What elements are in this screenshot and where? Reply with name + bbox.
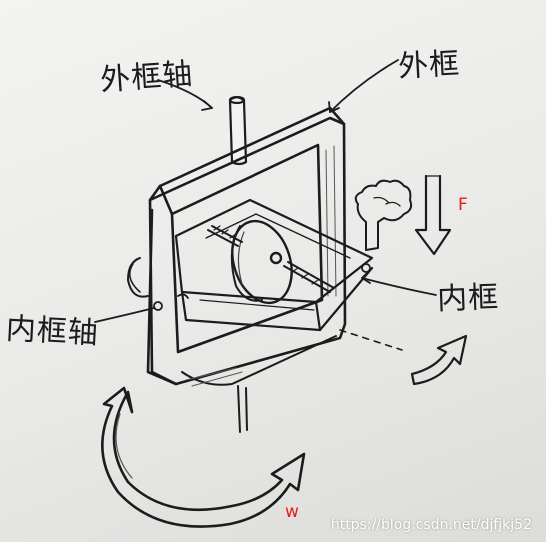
label-outer-frame: 外框 <box>397 46 462 85</box>
outer-axis-rod-bottom <box>237 385 248 433</box>
outer-frame <box>127 106 347 387</box>
inner-axis-stubs <box>153 263 371 311</box>
watermark-url: https://blog.csdn.net/djfjkj52 <box>330 517 532 533</box>
rotor <box>230 219 293 305</box>
label-force: F <box>458 195 468 215</box>
rotation-arrow <box>101 386 306 528</box>
label-inner-frame-axis: 内框轴 <box>4 311 100 352</box>
label-angular-velocity: w <box>285 502 299 522</box>
projection-dashed-line <box>339 329 403 351</box>
label-outer-frame-axis: 外框轴 <box>99 56 195 99</box>
precession-arrow <box>410 334 468 386</box>
label-inner-frame: 内框 <box>436 279 500 318</box>
rotor-axle <box>207 225 335 293</box>
pointer-arrows <box>94 59 437 323</box>
inner-frame <box>174 198 374 332</box>
force-arrow <box>414 174 452 256</box>
hand-drawing <box>354 179 413 251</box>
